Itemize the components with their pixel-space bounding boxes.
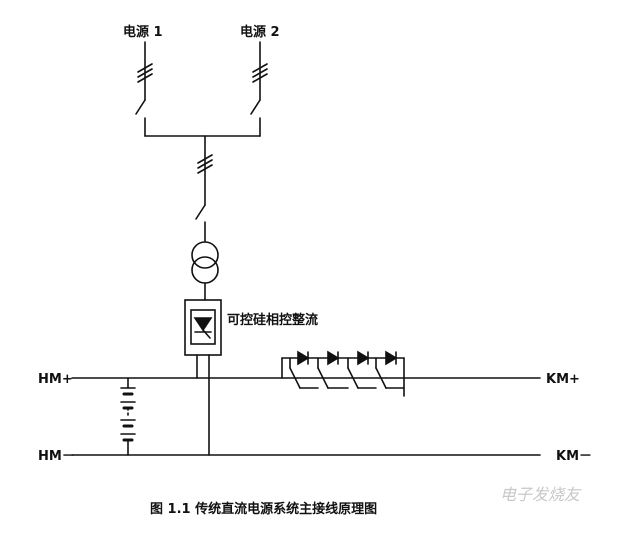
rectifier-box [184,299,222,456]
watermark-text: 电子发烧友 [500,485,582,504]
hm-minus-label: HM－ [38,449,75,464]
hm-plus-label: HM+ [38,372,73,387]
km-plus-label: KM+ [546,372,580,387]
source1-label: 电源 1 [123,24,163,40]
common-feeder [195,135,213,242]
rectifier-label: 可控硅相控整流 [227,312,318,328]
diode-chain [281,350,405,397]
source2-switch [250,99,261,115]
source2-label: 电源 2 [240,24,280,40]
source2-feeder [250,41,268,137]
km-minus-label: KM－ [556,449,592,464]
figure-caption: 图 1.1 传统直流电源系统主接线原理图 [150,501,377,517]
source1-switch [135,99,146,115]
battery-symbol [120,377,136,456]
source1-feeder [135,41,153,137]
main-switch [195,204,206,220]
transformer-symbol [191,241,219,301]
